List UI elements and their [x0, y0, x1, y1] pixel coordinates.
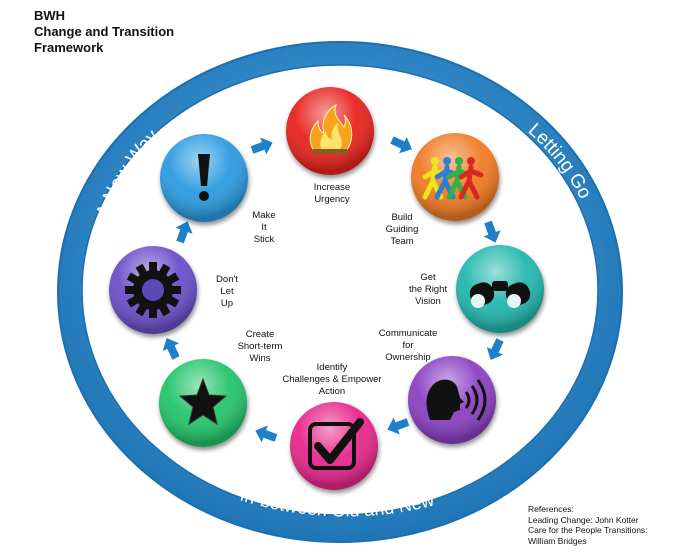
step-label-line: Ownership — [385, 352, 431, 363]
speaking-head-icon — [426, 379, 487, 421]
title-line-1: BWH — [34, 8, 66, 23]
step-label-line: Short-term — [237, 341, 283, 352]
step-dont-let-up — [109, 246, 197, 334]
step-label-line: Action — [318, 386, 346, 397]
arrow-1 — [250, 137, 273, 155]
step-label-line: Communicate — [378, 328, 438, 339]
step-communicate — [408, 356, 496, 444]
step-label-line: Guiding — [385, 224, 419, 235]
arrow-3 — [483, 220, 501, 243]
step-build-guiding-team — [411, 133, 499, 221]
arrow-7 — [162, 338, 180, 360]
step-get-right-vision — [456, 245, 544, 333]
exclamation-icon — [198, 154, 210, 201]
step-empower-action — [290, 402, 378, 490]
step-label-line: Don't — [216, 274, 238, 285]
walking-people-icon — [422, 157, 484, 200]
step-label-line: Increase — [313, 182, 351, 193]
step-label-line: Up — [220, 298, 234, 309]
step-label-line: Stick — [253, 234, 275, 245]
step-label-line: Build — [391, 212, 413, 223]
arrow-4 — [486, 338, 504, 360]
step-label-line: the Right — [408, 284, 448, 295]
reference-line-2: Care for the People Transitions: — [528, 525, 648, 535]
arrow-6 — [255, 425, 278, 443]
arrow-8 — [175, 221, 193, 244]
reference-line-3: William Bridges — [528, 535, 587, 546]
step-label-line: It — [261, 222, 267, 233]
step-label-line: Vision — [415, 296, 441, 307]
star-icon — [178, 377, 228, 426]
step-label-line: Make — [252, 210, 276, 221]
step-label-line: Let — [220, 286, 234, 297]
gear-icon — [125, 262, 181, 318]
step-label-line: Create — [245, 329, 275, 340]
arrow-5 — [387, 417, 410, 435]
step-short-term-wins — [159, 359, 247, 447]
step-label-line: for — [402, 340, 414, 351]
fire-icon — [309, 103, 353, 154]
step-label-line: Get — [420, 272, 436, 283]
checkmark-icon — [308, 418, 364, 470]
arrow-2 — [390, 136, 412, 154]
binoculars-icon — [469, 281, 531, 308]
step-make-it-stick — [160, 134, 248, 222]
step-label-line: Wins — [249, 353, 271, 364]
title-line-2: Change and Transition — [34, 24, 175, 39]
step-label-line: Challenges & Empower — [282, 374, 382, 385]
step-label-line: Team — [390, 236, 414, 247]
step-label-line: Identify — [316, 362, 348, 373]
arrows — [162, 136, 504, 443]
framework-title: BWH Change and Transition Framework — [34, 8, 174, 56]
reference-line-1: Leading Change: John Kotter — [528, 514, 639, 525]
step-label-line: Urgency — [314, 194, 350, 205]
step-increase-urgency — [286, 87, 374, 175]
references: References: Leading Change: John Kotter … — [528, 504, 648, 546]
title-line-3: Framework — [34, 40, 104, 55]
references-heading: References: — [528, 504, 574, 514]
